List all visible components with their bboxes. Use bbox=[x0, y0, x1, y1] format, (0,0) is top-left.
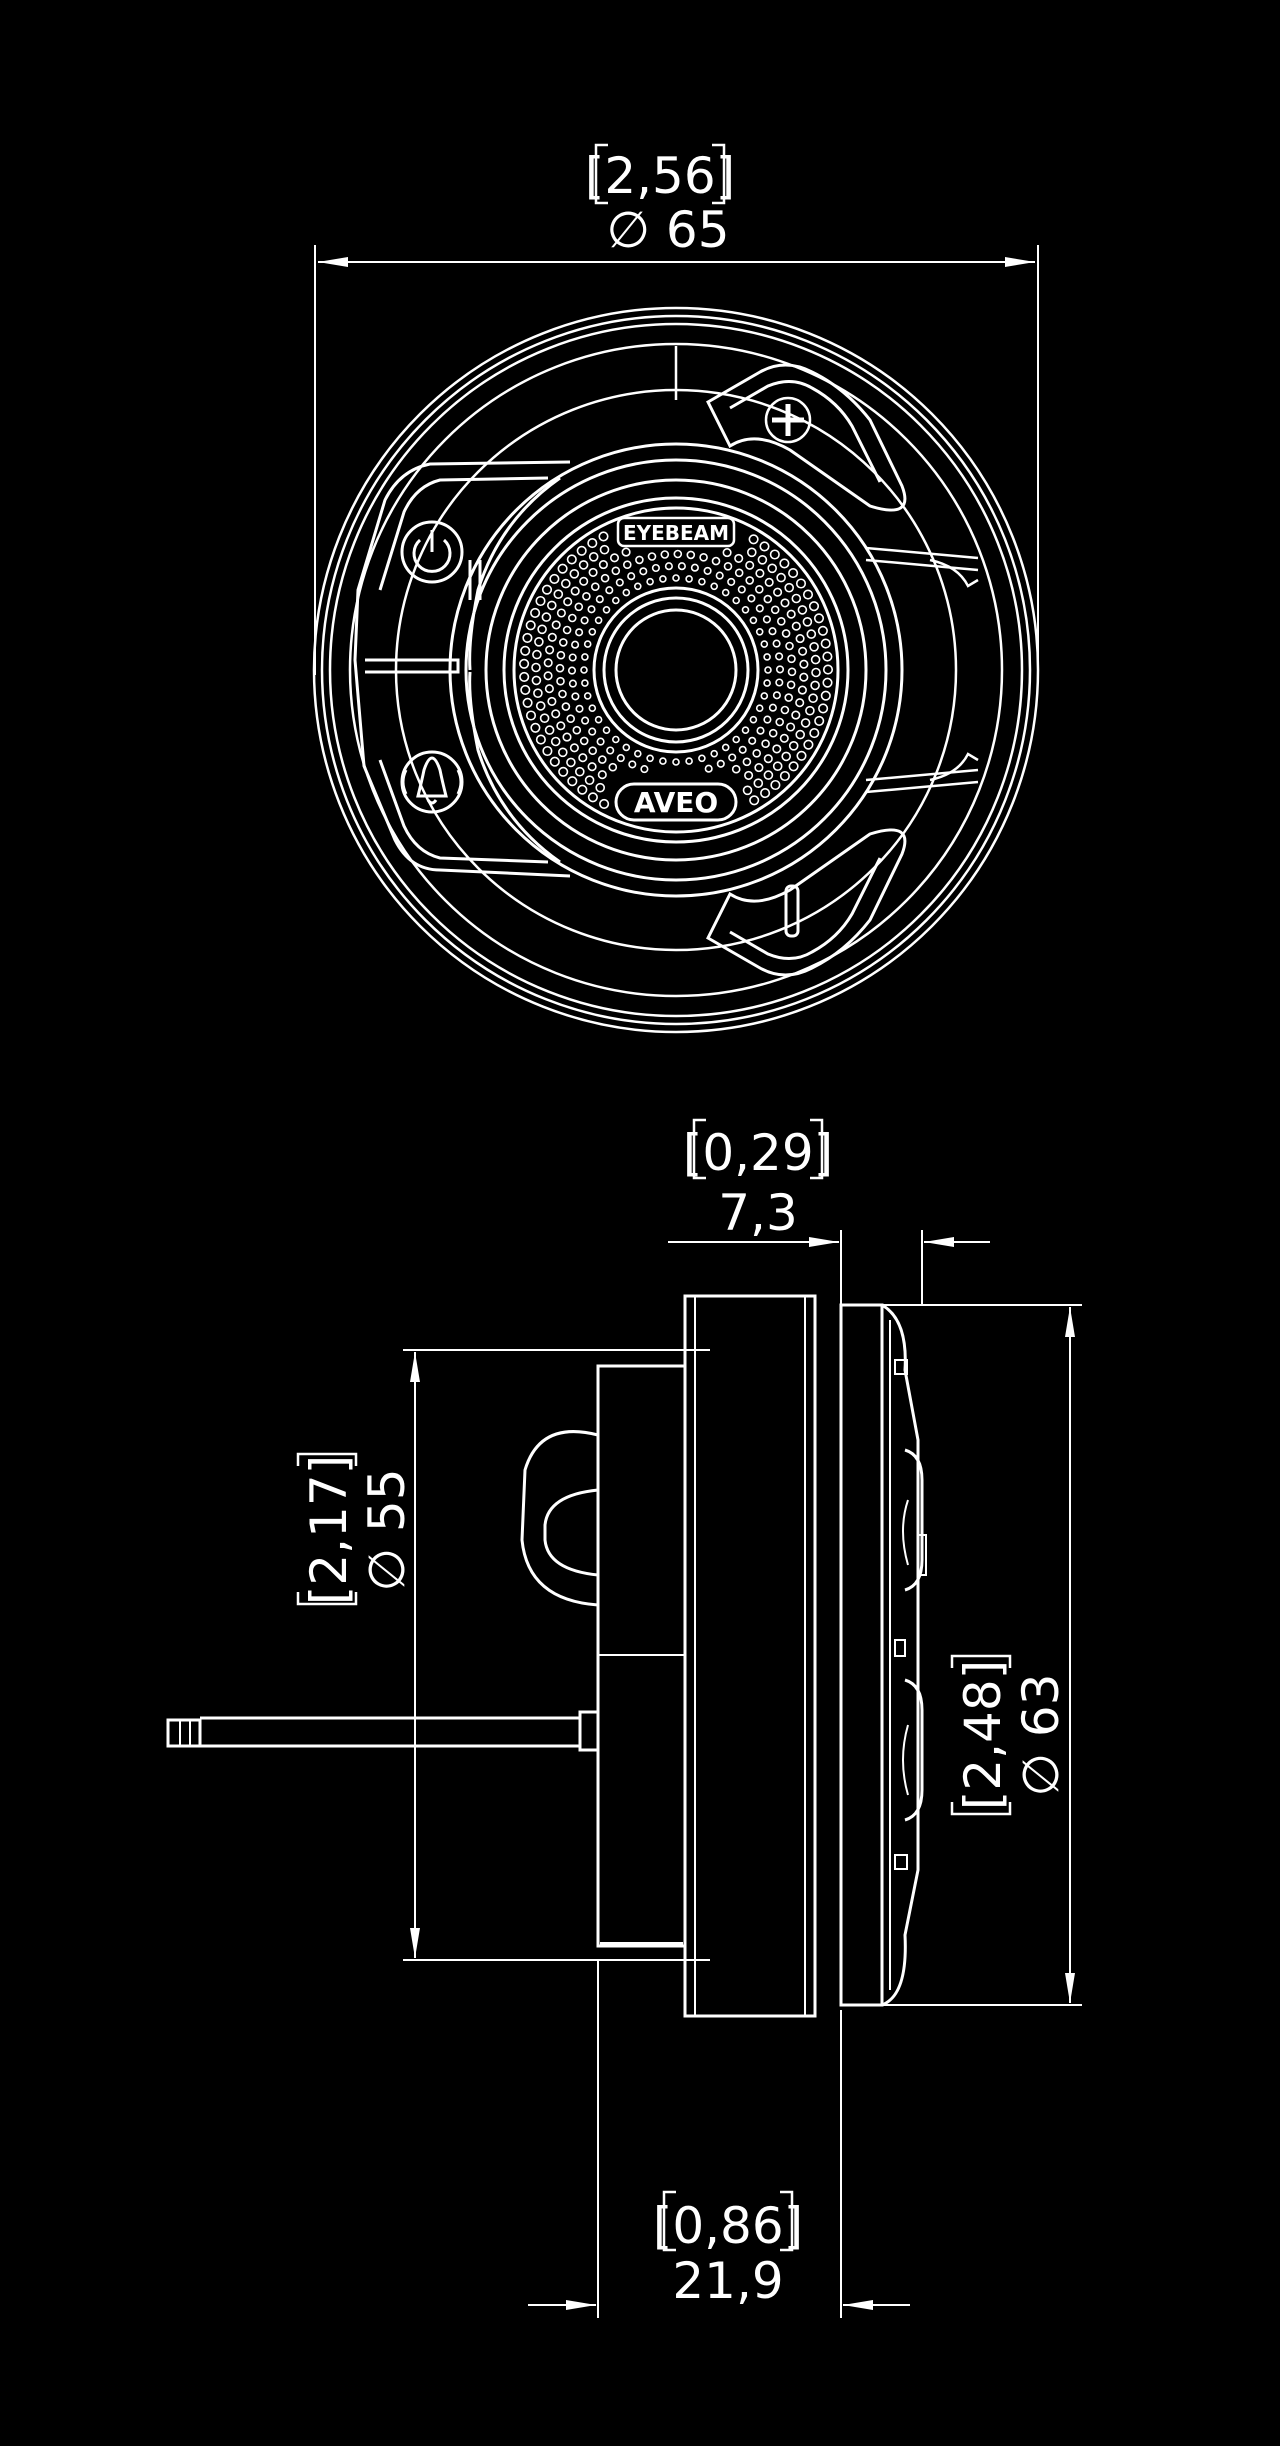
face-diameter-mm: ∅ 63 bbox=[1012, 1673, 1070, 1796]
camera-lens bbox=[592, 586, 760, 754]
speaker-grille bbox=[519, 531, 834, 809]
dim-overall-diameter bbox=[314, 143, 1039, 675]
thickness-top-inch: [0,29] bbox=[683, 1124, 833, 1182]
dim-depth-bottom bbox=[528, 1960, 910, 2318]
body-diameter-inch: [2,17] bbox=[300, 1455, 358, 1605]
overall-diameter-mm: ∅ 65 bbox=[606, 201, 729, 259]
thickness-top-mm: 7,3 bbox=[718, 1184, 798, 1242]
dim-body-diameter bbox=[296, 1349, 710, 1961]
model-label: AVEO bbox=[634, 786, 718, 819]
depth-bottom-inch: [0,86] bbox=[653, 2197, 803, 2255]
face-diameter-inch: [2,48] bbox=[954, 1660, 1012, 1810]
body-diameter-mm: ∅ 55 bbox=[358, 1468, 416, 1591]
front-view: [2,56] ∅ 65 bbox=[312, 143, 1040, 1034]
left-bracket bbox=[353, 460, 571, 878]
bell-icon bbox=[400, 750, 464, 814]
power-icon bbox=[400, 520, 464, 584]
device-side-body bbox=[520, 1294, 927, 2018]
model-logo bbox=[614, 782, 738, 822]
minus-button bbox=[706, 828, 907, 977]
dim-thickness-top bbox=[668, 1118, 990, 1305]
right-tabs bbox=[865, 546, 979, 794]
depth-bottom-mm: 21,9 bbox=[672, 2252, 783, 2310]
minus-icon bbox=[784, 884, 800, 938]
plus-icon bbox=[764, 396, 812, 444]
brand-logo bbox=[616, 516, 736, 548]
inner-hub bbox=[448, 442, 904, 898]
overall-diameter-inch: [2,56] bbox=[585, 147, 735, 205]
dim-face-diameter bbox=[882, 1304, 1082, 2006]
brand-label: EYEBEAM bbox=[623, 521, 729, 545]
plus-button bbox=[706, 363, 907, 512]
cable bbox=[166, 1710, 600, 1752]
side-view: [0,29] 7,3 [2,17] ∅ 55 [2,48] ∅ 63 [0 bbox=[166, 1118, 1082, 2318]
